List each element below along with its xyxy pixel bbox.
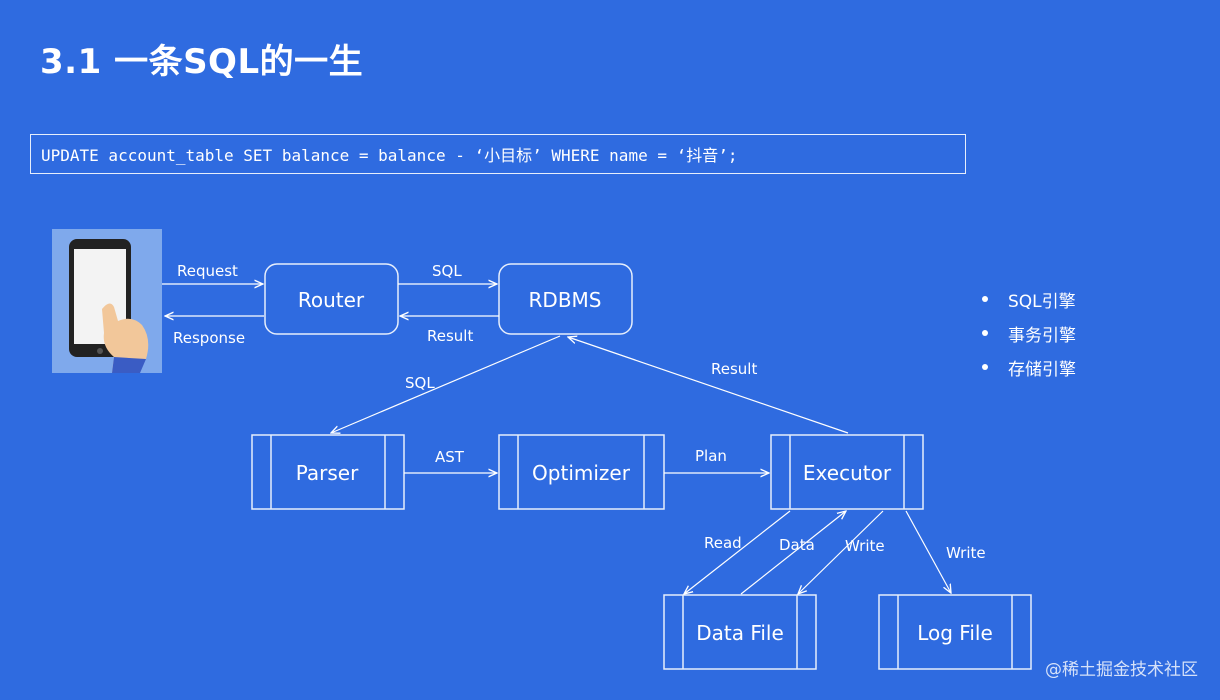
list-item: 存储引擎 xyxy=(982,350,1076,384)
list-item: SQL引擎 xyxy=(982,282,1076,316)
edge-data xyxy=(740,511,846,595)
optimizer-node: Optimizer xyxy=(498,434,665,510)
bullet-icon xyxy=(982,330,988,336)
engine-list: SQL引擎 事务引擎 存储引擎 xyxy=(982,282,1076,384)
bullet-icon xyxy=(982,364,988,370)
label-sql-rdbms: SQL xyxy=(432,262,462,280)
sql-statement-text: UPDATE account_table SET balance = balan… xyxy=(41,146,738,165)
label-plan: Plan xyxy=(695,447,727,465)
data-file-label: Data File xyxy=(696,621,784,645)
sql-statement-box: UPDATE account_table SET balance = balan… xyxy=(30,134,966,174)
label-result-router: Result xyxy=(427,327,473,345)
label-ast: AST xyxy=(435,448,465,466)
rdbms-label: RDBMS xyxy=(529,288,602,312)
phone-in-hand-icon xyxy=(52,229,162,373)
label-response: Response xyxy=(173,329,245,347)
label-data: Data xyxy=(779,536,815,554)
router-label: Router xyxy=(298,288,365,312)
label-write-log: Write xyxy=(946,544,986,562)
page-title: 3.1 一条SQL的一生 xyxy=(40,42,364,82)
executor-node: Executor xyxy=(770,434,924,510)
log-file-node: Log File xyxy=(878,594,1032,670)
edge-sql-to-parser xyxy=(331,335,561,433)
edge-result-from-executor xyxy=(568,337,849,434)
label-request: Request xyxy=(177,262,238,280)
list-item: 事务引擎 xyxy=(982,316,1076,350)
executor-label: Executor xyxy=(803,461,892,485)
data-file-node: Data File xyxy=(663,594,817,670)
label-write-data: Write xyxy=(845,537,885,555)
bullet-icon xyxy=(982,296,988,302)
rdbms-node: RDBMS xyxy=(498,263,633,335)
edge-write-data xyxy=(798,510,884,594)
parser-node: Parser xyxy=(251,434,405,510)
parser-label: Parser xyxy=(296,461,359,485)
log-file-label: Log File xyxy=(917,621,993,645)
label-read: Read xyxy=(704,534,742,552)
edge-read xyxy=(684,510,791,594)
router-node: Router xyxy=(264,263,399,335)
optimizer-label: Optimizer xyxy=(532,461,631,485)
edge-write-log xyxy=(905,510,951,593)
watermark: @稀土掘金技术社区 xyxy=(1045,660,1198,680)
label-sql-parser: SQL xyxy=(405,374,435,392)
label-result-executor: Result xyxy=(711,360,757,378)
